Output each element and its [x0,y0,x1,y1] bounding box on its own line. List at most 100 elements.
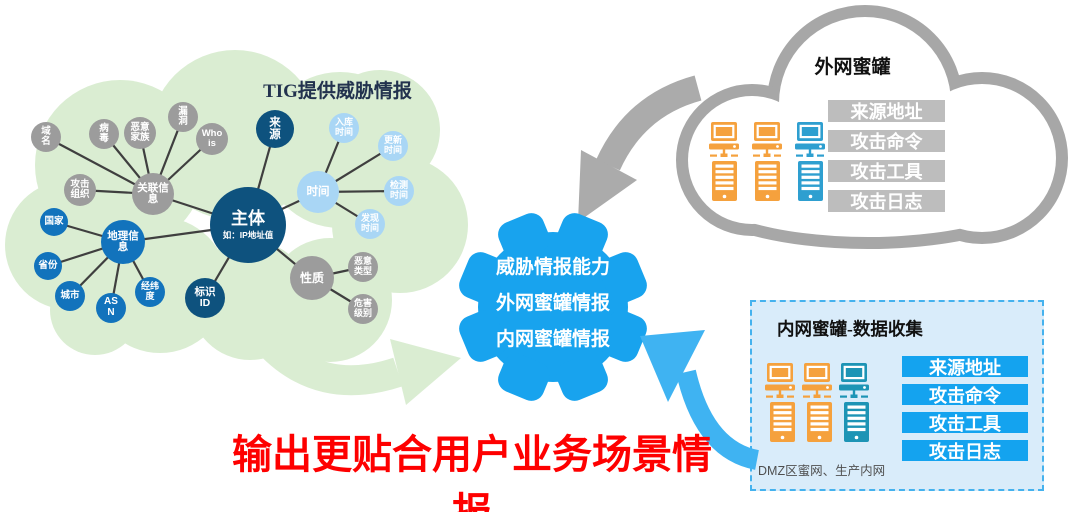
server-icon [712,161,737,201]
graph-edge [69,241,124,297]
internal-label-attack-tool: 攻击工具 [902,412,1028,434]
graph-node-yuming: 域 名 [31,122,61,152]
graph-node-faxian: 发现 时间 [355,209,385,239]
internal-computers [764,363,870,442]
graph-node-sublabel: 如：IP地址值 [222,230,274,241]
graph-node-jingweidu: 经纬 度 [135,277,165,307]
internal-label-attack-log: 攻击日志 [902,440,1028,462]
graph-node-label: 地理信 息 [107,229,139,253]
server-icon [807,402,832,442]
graph-node-label: 经纬 度 [140,281,159,301]
graph-node-label: 更新 时间 [383,135,402,155]
desktop-computer-icon [795,122,825,157]
graph-node-guanlian: 关联信 息 [132,173,174,215]
external-honeypot-labels: 来源地址 攻击命令 攻击工具 攻击日志 [828,100,945,212]
graph-node-label: Who is [201,127,223,149]
graph-node-label: 发现 时间 [360,213,379,233]
desktop-computer-icon [709,122,739,157]
graph-edge [109,241,125,309]
desktop-computer-icon [802,363,832,398]
internal-label-attack-command: 攻击命令 [902,384,1028,406]
graph-edge [151,116,185,195]
external-label-attack-command: 攻击命令 [828,130,945,152]
graph-node-label: 性质 [299,270,324,285]
server-row [764,402,870,442]
tig-cloud-title: TIG提供威胁情报 [263,81,412,102]
graph-node-gongjizuzhi: 攻击 组织 [64,174,96,206]
graph-edge [152,138,213,195]
graph-edge [317,191,371,225]
graph-edge [138,132,155,195]
graph-node-dili: 地理信 息 [101,220,145,264]
graph-node-whois: Who is [196,123,228,155]
banner-text: 输出更贴合用户业务场景情报 [232,433,712,512]
internal-honeypot-caption: DMZ区蜜网、生产内网 [758,464,886,478]
graph-node-bingdu: 病 毒 [89,119,119,149]
external-honeypot-title: 外网蜜罐 [814,57,891,78]
graph-node-eyijiazu: 恶意 家族 [124,117,156,149]
gear-line-external-intel: 外网蜜罐情报 [495,293,610,314]
external-computers [708,122,826,201]
graph-edge [317,189,400,194]
graph-node-weihai: 危害 级别 [348,294,378,324]
graph-node-label: 来 源 [269,116,281,141]
graph-node-label: 漏 洞 [178,105,188,127]
graph-node-label: 标识 ID [194,285,216,309]
graph-node-label: 主体 [231,208,265,228]
graph-edge [311,277,364,310]
green-arrow [257,331,461,405]
internal-honeypot-title: 内网蜜罐-数据收集 [777,319,923,339]
graph-edge [247,224,313,279]
internal-label-source-address: 来源地址 [902,356,1028,378]
graph-node-label: 恶意 家族 [130,121,150,143]
graph-node-label: 恶意 类型 [353,256,372,276]
graph-edge [122,241,151,293]
graph-node-label: 检测 时间 [389,180,408,200]
desktop-row [764,363,870,399]
graph-node-laiyuan: 来 源 [256,110,294,148]
graph-edge [204,224,249,299]
server-icon [798,161,823,201]
graph-node-xingzhi: 性质 [290,256,334,300]
graph-node-label: 时间 [306,185,330,198]
graph-node-shijian: 时间 [297,171,339,213]
graph-node-jiance: 检测 时间 [384,176,414,206]
graph-edge [316,127,346,193]
graph-edge [152,192,249,227]
graph-edge [53,220,124,244]
graph-node-label: 国家 [44,215,64,227]
internal-honeypot-labels: 来源地址 攻击命令 攻击工具 攻击日志 [902,356,1028,462]
graph-node-shengfen: 省份 [34,252,62,280]
graph-node-label: 攻击 组织 [70,178,90,200]
graph-node-label: 入库 时间 [334,117,353,137]
graph-node-asn: AS N [96,293,126,323]
desktop-computer-icon [839,363,869,398]
graph-node-eyileixing: 恶意 类型 [348,252,378,282]
gray-arrow [578,75,702,222]
graph-node-loudong: 漏 洞 [168,102,198,132]
graph-node-label: 域 名 [41,125,51,147]
graph-edge [311,265,364,280]
gear-capabilities: 威胁情报能力 外网蜜罐情报 内网蜜罐情报 [451,250,655,358]
desktop-row [708,122,826,158]
external-label-attack-log: 攻击日志 [828,190,945,212]
graph-node-ruku: 入库 时间 [329,113,359,143]
graph-node-gengxin: 更新 时间 [378,131,408,161]
graph-node-chengshi: 城市 [55,281,85,311]
graph-edge [45,136,154,195]
graph-edge [79,188,154,196]
graph-edge [246,128,277,226]
server-icon [770,402,795,442]
gear-line-internal-intel: 内网蜜罐情报 [495,329,610,350]
graph-edge [317,145,394,193]
graph-node-label: 病 毒 [99,122,109,144]
external-label-source-address: 来源地址 [828,100,945,122]
graph-node-biaoshi: 标识 ID [185,278,225,318]
server-icon [844,402,869,442]
gear-line-threat-intel: 威胁情报能力 [495,257,610,278]
graph-edge [103,133,154,195]
graph-node-label: 城市 [60,289,80,301]
graph-node-label: 省份 [38,259,58,271]
graph-node-label: 危害 级别 [353,298,372,318]
